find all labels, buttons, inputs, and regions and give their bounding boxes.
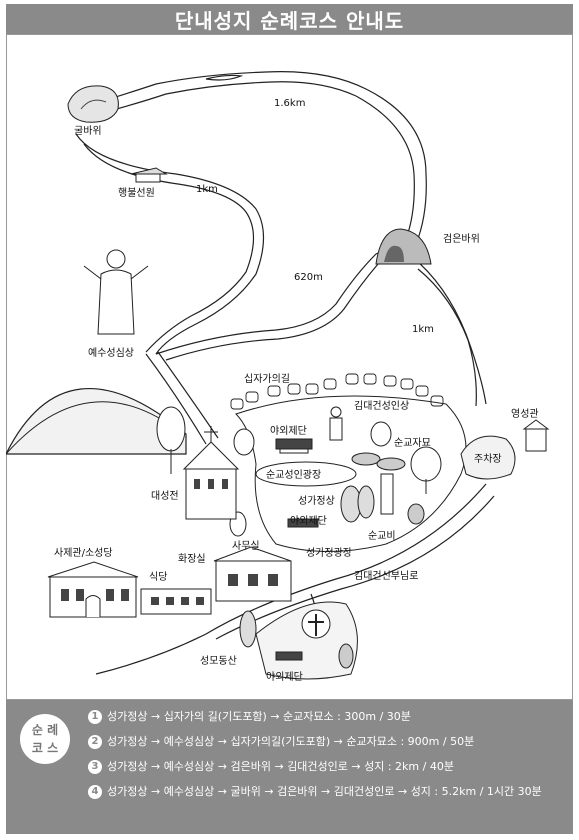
course-badge: 순 례 코 스 (20, 714, 70, 764)
trees (156, 406, 442, 537)
label-sikdang: 식당 (149, 571, 167, 583)
label-kimdaegun-statue: 김대건성인상 (354, 400, 409, 412)
course-item: 1 성가정상 → 십자가의 길(기도포함) → 순교자묘소 : 300m / 3… (88, 708, 568, 725)
label-sajegwan: 사제관/소성당 (54, 547, 113, 559)
label-yaoe-top: 야외제단 (270, 425, 307, 437)
label-hwajang: 화장실 (178, 553, 206, 565)
black-rock-icon (375, 228, 432, 265)
course-text: 성가정상 → 예수성심상 → 십자가의길(기도포함) → 순교자묘소 : 900… (107, 735, 475, 748)
mountain-trail (75, 71, 487, 445)
label-yaoe-bottom: 야외제단 (266, 671, 303, 683)
mary-statue-icon (239, 610, 257, 648)
label-gulbawi: 굴바위 (74, 124, 102, 137)
course-item: 4 성가정상 → 예수성심상 → 굴바위 → 검은바위 → 김대건성인로 → 성… (88, 783, 568, 800)
course-number: 2 (88, 735, 102, 749)
page-title: 단내성지 순례코스 안내도 (174, 8, 405, 33)
course-number: 4 (88, 785, 102, 799)
label-yaoe-mid: 야외제단 (290, 515, 327, 527)
label-daeseongjeon: 대성전 (151, 490, 179, 502)
parking-lot (460, 435, 516, 480)
distance-1km-a: 1km (196, 184, 218, 195)
course-list: 1 성가정상 → 십자가의 길(기도포함) → 순교자묘소 : 300m / 3… (88, 708, 568, 808)
distance-1km-b: 1km (412, 324, 434, 335)
dining-building-icon (140, 588, 212, 615)
course-panel: 순 례 코 스 1 성가정상 → 십자가의 길(기도포함) → 순교자묘소 : … (6, 700, 573, 834)
distance-620m: 620m (294, 272, 323, 283)
rectory-building-icon (47, 561, 139, 618)
course-text: 성가정상 → 십자가의 길(기도포함) → 순교자묘소 : 300m / 30분 (107, 710, 411, 723)
cross-icon (301, 609, 331, 639)
label-seongga-statue: 성가정상 (298, 495, 335, 507)
label-seongmo: 성모동산 (200, 655, 237, 667)
martyr-plaza (255, 461, 357, 487)
course-number: 3 (88, 760, 102, 774)
title-bar: 단내성지 순례코스 안내도 (6, 4, 573, 34)
label-geumeun: 검은바위 (443, 232, 480, 245)
label-haengbul: 행불선원 (118, 187, 155, 199)
label-sungyobi: 순교비 (368, 530, 396, 542)
office-building-icon (213, 546, 292, 602)
temple-icon (130, 167, 168, 183)
cathedral-icon (182, 426, 240, 520)
pilgrimage-map: 굴바위 행불선원 예수성심상 검은바위 십자가의길 김대건성인상 야외제단 순교… (6, 34, 573, 700)
label-parking: 주차장 (474, 453, 502, 465)
holy-family-statue-icon (340, 485, 375, 523)
kim-daegun-statue-icon (329, 406, 343, 441)
course-item: 2 성가정상 → 예수성심상 → 십자가의길(기도포함) → 순교자묘소 : 9… (88, 733, 568, 750)
course-text: 성가정상 → 예수성심상 → 굴바위 → 검은바위 → 김대건성인로 → 성지 … (107, 785, 542, 798)
label-seongga-plaza: 성가정광장 (306, 547, 352, 559)
label-road: 김대건신부님로 (354, 570, 418, 582)
outdoor-altar-mid-icon (287, 518, 319, 528)
course-item: 3 성가정상 → 예수성심상 → 검은바위 → 김대건성인로 → 성지 : 2k… (88, 758, 568, 775)
outdoor-altar-bottom-icon (275, 651, 303, 661)
yeongseonggwan-building-icon (522, 419, 550, 452)
sacred-heart-statue-icon (83, 249, 149, 335)
martyrs-monument-icon (380, 473, 425, 525)
label-sungyo-plaza: 순교성인광장 (266, 469, 321, 481)
label-samu: 사무실 (232, 540, 260, 552)
label-youngseong: 영성관 (511, 408, 539, 420)
distance-1-6km: 1.6km (274, 98, 305, 109)
label-yesu: 예수성심상 (88, 347, 134, 359)
course-number: 1 (88, 710, 102, 724)
graves-icon (351, 452, 406, 471)
label-sungyo-jamyo: 순교자묘 (394, 437, 431, 449)
gulbawi-rock-icon (67, 85, 119, 123)
course-text: 성가정상 → 예수성심상 → 검은바위 → 김대건성인로 → 성지 : 2km … (107, 760, 454, 773)
label-sipja: 십자가의길 (244, 372, 290, 385)
outdoor-altar-icon (275, 438, 313, 454)
